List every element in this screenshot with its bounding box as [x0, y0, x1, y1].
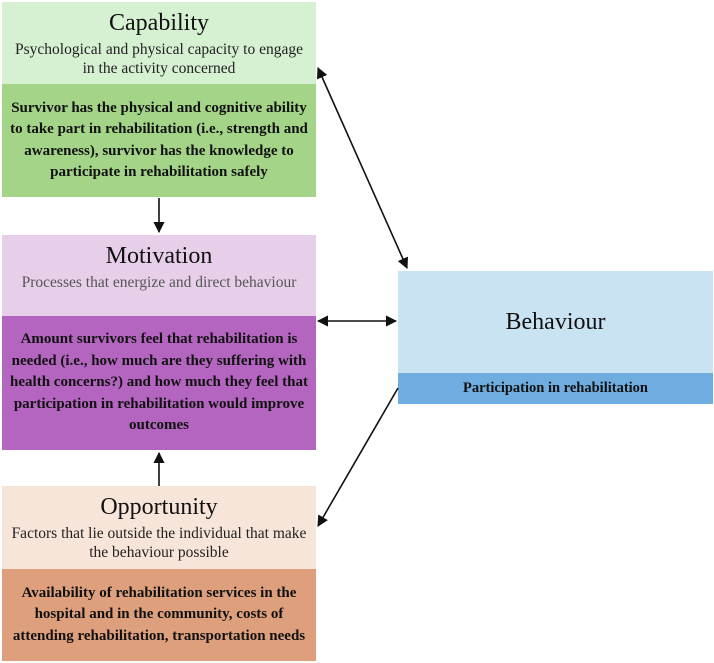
opportunity-header: Opportunity Factors that lie outside the… — [2, 486, 316, 569]
behaviour-detail: Participation in rehabilitation — [398, 373, 713, 404]
motivation-header: Motivation Processes that energize and d… — [2, 235, 316, 316]
capability-subtitle: Psychological and physical capacity to e… — [15, 41, 303, 77]
motivation-title: Motivation — [105, 243, 213, 269]
motivation-subtitle: Processes that energize and direct behav… — [21, 274, 297, 291]
capability-detail: Survivor has the physical and cognitive … — [2, 84, 316, 197]
opportunity-detail: Availability of rehabilitation services … — [2, 569, 316, 661]
arrow-capability-behaviour — [316, 66, 409, 270]
arrow-behaviour-to-opportunity — [317, 387, 399, 527]
behaviour-title: Behaviour — [505, 309, 606, 335]
capability-title: Capability — [109, 10, 209, 36]
behaviour-header: Behaviour — [398, 271, 713, 373]
opportunity-title: Opportunity — [100, 494, 218, 520]
capability-header: Capability Psychological and physical ca… — [2, 2, 316, 84]
opportunity-subtitle: Factors that lie outside the individual … — [11, 525, 307, 561]
motivation-detail: Amount survivors feel that rehabilitatio… — [2, 316, 316, 450]
